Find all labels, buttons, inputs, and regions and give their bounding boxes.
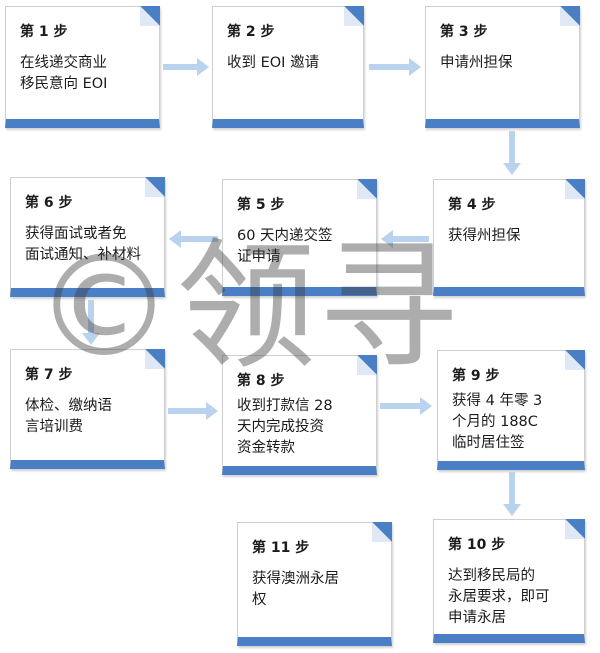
step-6-text: 获得面试或者免 面试通知、补材料 [25, 226, 141, 263]
step-3-text: 申请州担保 [440, 55, 513, 71]
step-7-box: 第 7 步 体检、缴纳语 言培训费 [10, 349, 165, 469]
step-5-text: 60 天内递交签 证申请 [237, 228, 333, 265]
arrow-right-8-9-icon [380, 397, 432, 415]
folded-corner-icon [140, 6, 160, 26]
step-8-title: 第 8 步 [237, 373, 285, 389]
arrow-left-4-5-icon [381, 230, 429, 248]
step-8-box: 第 8 步 收到打款信 28 天内完成投资 资金转款 [222, 355, 377, 475]
arrow-right-2-3-icon [369, 58, 421, 76]
step-9-box: 第 9 步 获得 4 年零 3 个月的 188C 临时居住签 [437, 350, 585, 470]
step-4-title: 第 4 步 [448, 197, 496, 213]
step-4-text: 获得州担保 [448, 228, 521, 244]
arrow-down-6-7-icon [82, 300, 100, 345]
step-9-text: 获得 4 年零 3 个月的 188C 临时居住签 [452, 393, 543, 451]
folded-corner-icon [565, 179, 585, 199]
folded-corner-icon [565, 350, 585, 370]
step-2-text: 收到 EOI 邀请 [227, 55, 320, 71]
step-1-box: 第 1 步 在线递交商业 移民意向 EOI [5, 6, 160, 128]
step-11-title: 第 11 步 [252, 540, 310, 556]
folded-corner-icon [357, 355, 377, 375]
step-6-box: 第 6 步 获得面试或者免 面试通知、补材料 [10, 177, 165, 297]
folded-corner-icon [145, 177, 165, 197]
step-5-box: 第 5 步 60 天内递交签 证申请 [222, 179, 377, 296]
step-10-box: 第 10 步 达到移民局的 永居要求，即可 申请永居 [433, 519, 585, 643]
step-7-text: 体检、缴纳语 言培训费 [25, 398, 112, 435]
step-10-title: 第 10 步 [448, 537, 506, 553]
folded-corner-icon [560, 6, 580, 26]
step-11-box: 第 11 步 获得澳洲永居 权 [237, 522, 392, 646]
folded-corner-icon [565, 519, 585, 539]
step-6-title: 第 6 步 [25, 195, 73, 211]
step-11-text: 获得澳洲永居 权 [252, 571, 339, 608]
arrow-down-9-10-icon [503, 472, 521, 516]
step-3-title: 第 3 步 [440, 24, 488, 40]
step-5-title: 第 5 步 [237, 197, 285, 213]
arrow-right-1-2-icon [163, 58, 209, 76]
step-8-text: 收到打款信 28 天内完成投资 资金转款 [237, 398, 333, 456]
step-4-box: 第 4 步 获得州担保 [433, 179, 585, 296]
folded-corner-icon [357, 179, 377, 199]
step-10-text: 达到移民局的 永居要求，即可 申请永居 [448, 568, 550, 626]
step-9-title: 第 9 步 [452, 368, 500, 384]
step-3-box: 第 3 步 申请州担保 [425, 6, 580, 128]
arrow-right-7-8-icon [168, 402, 218, 420]
step-1-text: 在线递交商业 移民意向 EOI [20, 55, 108, 92]
arrow-left-5-6-icon [169, 230, 218, 248]
folded-corner-icon [145, 349, 165, 369]
folded-corner-icon [344, 6, 364, 26]
step-7-title: 第 7 步 [25, 367, 73, 383]
folded-corner-icon [372, 522, 392, 542]
step-2-title: 第 2 步 [227, 24, 275, 40]
step-1-title: 第 1 步 [20, 24, 68, 40]
step-2-box: 第 2 步 收到 EOI 邀请 [212, 6, 364, 128]
arrow-down-3-4-icon [503, 131, 521, 175]
